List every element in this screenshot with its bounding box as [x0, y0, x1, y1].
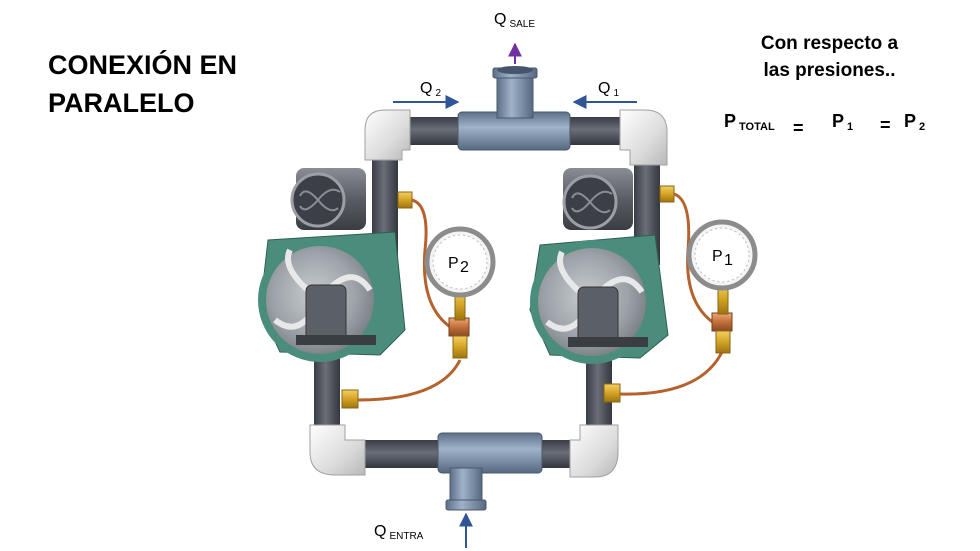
- title-line-1: CONEXIÓN EN: [48, 50, 238, 80]
- pressure-gauge-right: P 1: [686, 219, 758, 291]
- diagram-title: CONEXIÓN EN PARALELO: [48, 46, 237, 122]
- pump-right: [529, 168, 669, 364]
- gauge-right-label: P: [712, 248, 723, 265]
- elbow-top-left: [364, 109, 411, 161]
- elbow-bottom-right: [569, 424, 619, 478]
- elbow-top-right: [619, 109, 668, 166]
- gauge-right-sub: 1: [724, 252, 733, 269]
- gauge-left-label: P: [448, 255, 459, 272]
- bottom-tee-fitting: [437, 432, 543, 511]
- top-pipe-right: [565, 117, 625, 145]
- title-line-2: PARALELO: [48, 88, 195, 118]
- elbow-bottom-left: [309, 424, 366, 476]
- bottom-pipe-left: [365, 440, 445, 468]
- top-pipe-left: [405, 117, 465, 145]
- eq-equals-1: =: [793, 118, 804, 138]
- gauge-line-left: [341, 191, 470, 409]
- pressure-heading: Con respecto a las presiones..: [742, 30, 917, 84]
- elbows: [309, 109, 668, 478]
- pressure-heading-line-1: Con respecto a: [760, 33, 899, 54]
- top-tee-fitting: [457, 66, 571, 151]
- pressure-heading-line-2: las presiones..: [763, 60, 896, 81]
- eq-equals-2: =: [880, 115, 891, 135]
- gauge-left-sub: 2: [460, 259, 469, 276]
- pump-left: [258, 168, 406, 362]
- pressure-gauge-left: P 2: [424, 226, 496, 298]
